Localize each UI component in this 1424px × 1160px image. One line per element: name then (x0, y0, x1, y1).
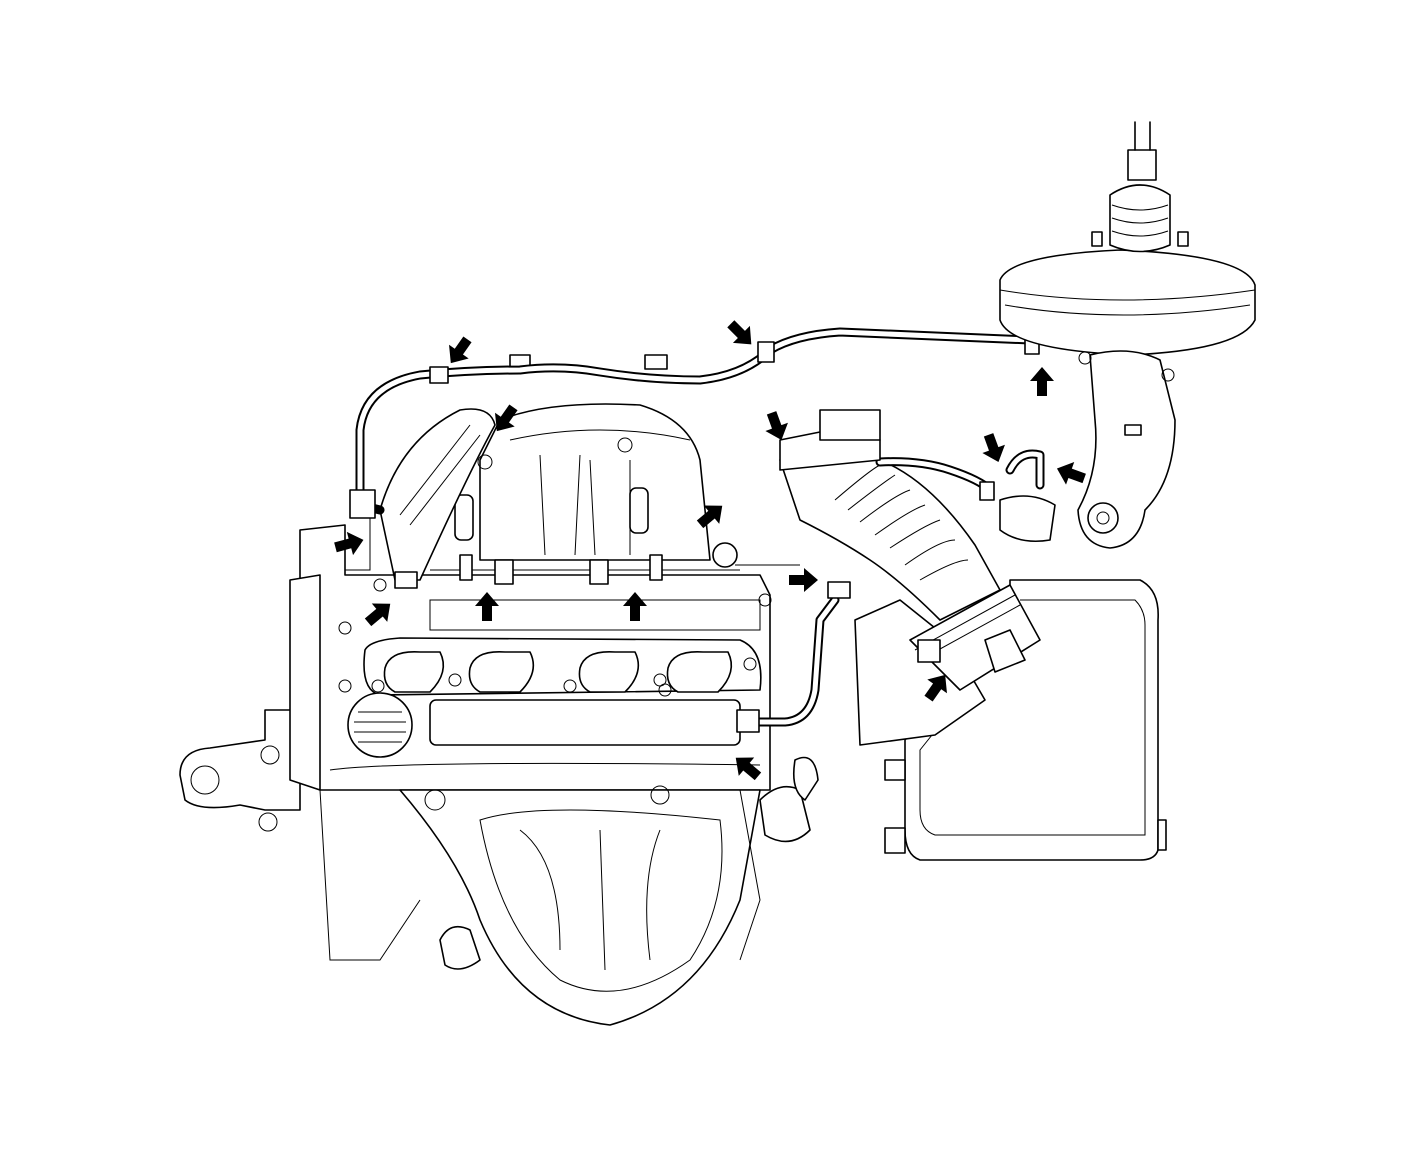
arrow-left-icon (1052, 457, 1089, 490)
engine-mount-bracket (179, 709, 301, 832)
arrow-right-icon (789, 568, 818, 592)
intake-manifold (345, 354, 800, 585)
arrow-down-left-icon (440, 332, 478, 370)
air-cleaner-box (854, 579, 1167, 861)
brake-booster (999, 121, 1256, 549)
coolant-hose (736, 581, 851, 733)
arrow-up-icon (1030, 367, 1054, 396)
arrow-down-right-icon (722, 315, 760, 353)
brake-booster-vacuum-hose (349, 327, 1040, 519)
air-intake-hose (779, 409, 1056, 621)
pcv-hose (379, 408, 496, 589)
arrow-down-icon (977, 430, 1010, 467)
cylinder-head (289, 524, 771, 791)
ignition-coils (338, 578, 772, 697)
exhaust-manifold (319, 756, 819, 1026)
